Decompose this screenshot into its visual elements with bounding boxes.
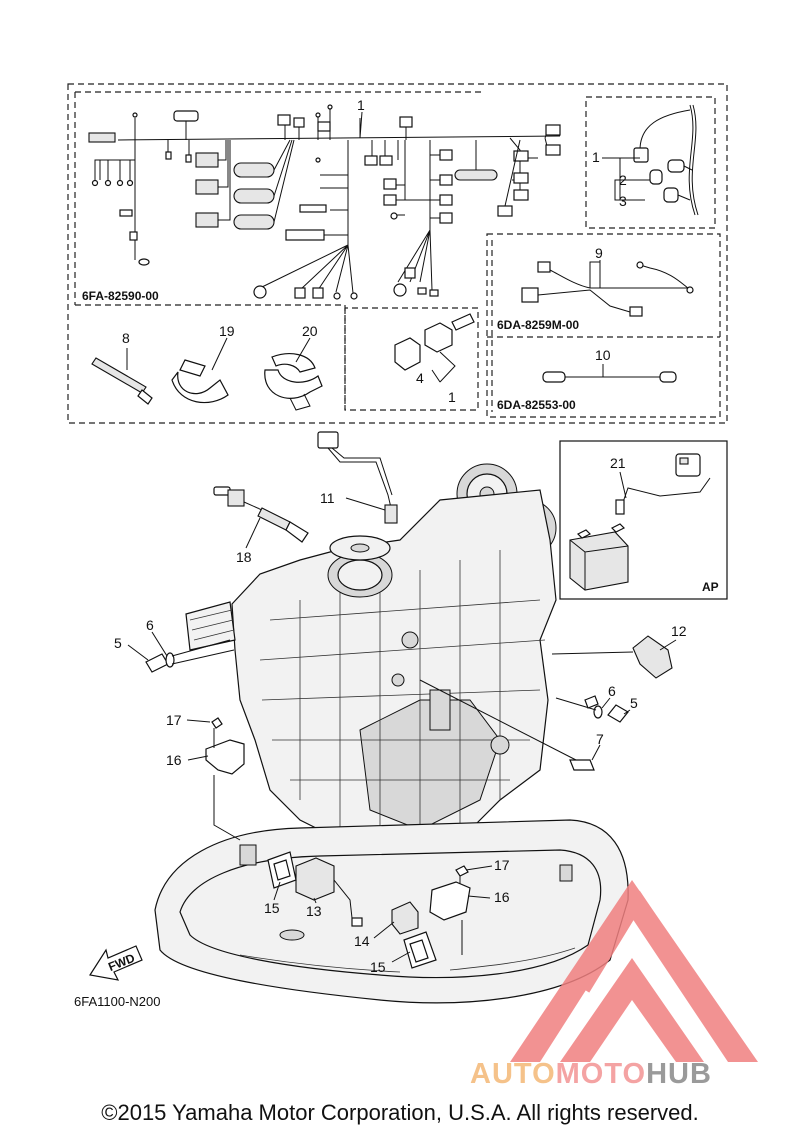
switch-13-drawing — [295, 857, 363, 927]
wire-harness-kit-frame — [67, 83, 728, 424]
callout-15-right: 15 — [370, 959, 386, 975]
callout-15-left: 15 — [264, 900, 280, 916]
wordmark-moto: MOTO — [555, 1058, 647, 1090]
bracket-16-right-drawing — [429, 865, 471, 955]
callout-4: 4 — [416, 370, 424, 386]
sub-harness-part-code: 6DA-8259M-00 — [497, 318, 579, 332]
callout-13: 13 — [306, 903, 322, 919]
engine-block-drawing — [185, 463, 557, 857]
wordmark-auto: AUTO — [470, 1058, 556, 1090]
callout-6-left: 6 — [146, 617, 154, 633]
callout-numbers: 1 1 2 3 1 4 8 19 20 9 10 11 18 21 12 5 6… — [114, 97, 687, 975]
figure-code: 6FA1100-N200 — [74, 994, 161, 1009]
callout-8: 8 — [122, 330, 130, 346]
callout-12: 12 — [671, 623, 687, 639]
callout-7: 7 — [596, 731, 604, 747]
callout-1-insert: 1 — [592, 149, 600, 165]
bolt-5-right-drawing — [555, 695, 629, 723]
callout-11: 11 — [320, 490, 335, 506]
bracket-16-left-drawing — [205, 717, 245, 841]
grommet-15-left-drawing — [267, 851, 297, 889]
cable-18-drawing — [213, 486, 309, 543]
connector-drawing — [394, 313, 475, 383]
callout-2: 2 — [619, 172, 627, 188]
sub-harness-drawing — [521, 261, 694, 317]
callout-17-left: 17 — [166, 712, 182, 728]
bolt-5-left-drawing — [145, 639, 235, 673]
callout-21: 21 — [610, 455, 626, 471]
callout-19: 19 — [219, 323, 235, 339]
harness-insert-drawing — [612, 104, 699, 216]
copyright-notice: ©2015 Yamaha Motor Corporation, U.S.A. A… — [101, 1100, 699, 1125]
clamps-drawing — [91, 353, 323, 411]
ap-label: AP — [702, 580, 719, 594]
bolt-7-drawing — [419, 679, 595, 771]
fwd-label: FWD — [106, 951, 137, 974]
ap-inset-frame — [559, 440, 728, 600]
automotohub-logo — [510, 880, 758, 1062]
callout-17-right: 17 — [494, 857, 510, 873]
callout-16-right: 16 — [494, 889, 510, 905]
callout-18: 18 — [236, 549, 252, 565]
part-code-labels: 6FA-82590-00 6DA-8259M-00 6DA-82553-00 A… — [74, 289, 719, 1009]
harness-part-code: 6FA-82590-00 — [82, 289, 159, 303]
leader-lines — [126, 111, 677, 963]
lead-wire-drawing — [542, 371, 677, 383]
wordmark-hub: HUB — [646, 1058, 712, 1090]
callout-5-left: 5 — [114, 635, 122, 651]
wire-harness-drawing — [88, 104, 561, 300]
callout-3: 3 — [619, 193, 627, 209]
callout-14: 14 — [354, 933, 370, 949]
callout-10: 10 — [595, 347, 611, 363]
callout-1-connector: 1 — [448, 389, 456, 405]
grommet-15-right-drawing — [403, 931, 437, 969]
callout-9: 9 — [595, 245, 603, 261]
sensor-11-drawing — [317, 431, 398, 524]
callout-6-right: 6 — [608, 683, 616, 699]
automotohub-wordmark: AUTOMOTOHUB — [470, 1058, 712, 1091]
callout-1-harness: 1 — [357, 97, 365, 113]
callout-20: 20 — [302, 323, 318, 339]
fwd-arrow-icon: FWD — [89, 945, 143, 981]
sensor-12-drawing — [551, 635, 673, 679]
lead-part-code: 6DA-82553-00 — [497, 398, 576, 412]
callout-5-right: 5 — [630, 695, 638, 711]
callout-16-left: 16 — [166, 752, 182, 768]
